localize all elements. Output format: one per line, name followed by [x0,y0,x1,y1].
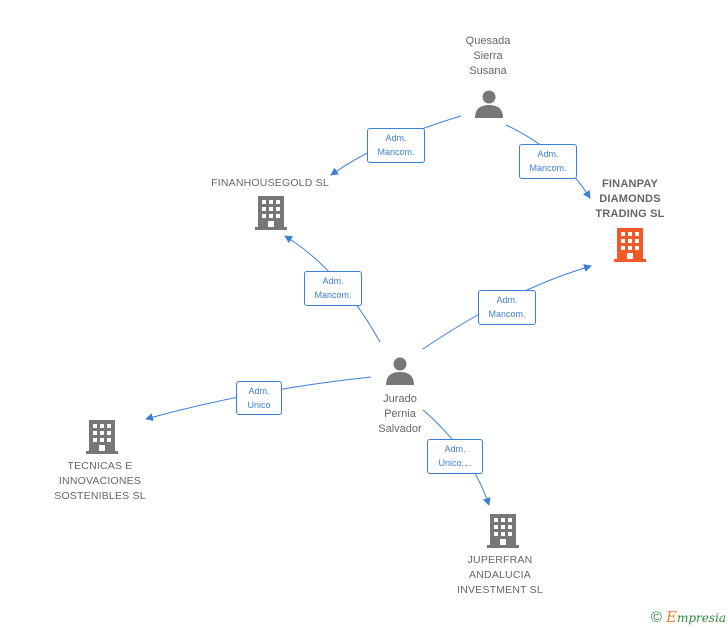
node-jurado-label: Jurado Pernia Salvador [378,393,422,435]
node-finanpay[interactable]: FINANPAY DIAMONDS TRADING SL [572,177,688,222]
node-tecnicas[interactable]: TECNICAS E INNOVACIONES SOSTENIBLES SL [40,459,160,504]
building-icon[interactable] [487,514,519,548]
building-icon[interactable] [86,420,118,454]
node-quesada-label: Quesada Sierra Susana [465,35,511,77]
node-jurado[interactable]: Jurado Pernia Salvador [352,392,448,437]
person-icon[interactable] [385,356,415,386]
node-quesada[interactable]: Quesada Sierra Susana [440,34,536,79]
edge-label-jurado-tecnicas[interactable]: Adm. Unico [236,381,282,415]
brand-logo-text: mpresia [676,611,726,625]
edge-label-jurado-juperfran[interactable]: Adm. Unico,... [427,439,483,474]
node-finanpay-label: FINANPAY DIAMONDS TRADING SL [595,178,665,220]
edge-label-quesada-finanhouse[interactable]: Adm. Mancom. [367,128,425,163]
edge-label-quesada-finanpay[interactable]: Adm. Mancom. [519,144,577,179]
copyright-symbol: © [650,609,662,626]
person-icon[interactable] [474,89,504,119]
brand-logo-e: E [665,608,677,626]
building-icon[interactable] [614,228,646,262]
node-finanhouse-label: FINANHOUSEGOLD SL [211,177,329,189]
node-juperfran-label: JUPERFRAN ANDALUCIA INVESTMENT SL [457,554,543,596]
brand-logo: ©Empresia [651,608,726,626]
building-icon[interactable] [255,196,287,230]
edge-label-jurado-finanhouse[interactable]: Adm. Mancom. [304,271,362,306]
node-tecnicas-label: TECNICAS E INNOVACIONES SOSTENIBLES SL [54,460,146,502]
edge-label-jurado-finanpay[interactable]: Adm. Mancom. [478,290,536,325]
node-juperfran[interactable]: JUPERFRAN ANDALUCIA INVESTMENT SL [440,553,560,598]
node-finanhouse[interactable]: FINANHOUSEGOLD SL [196,176,344,191]
